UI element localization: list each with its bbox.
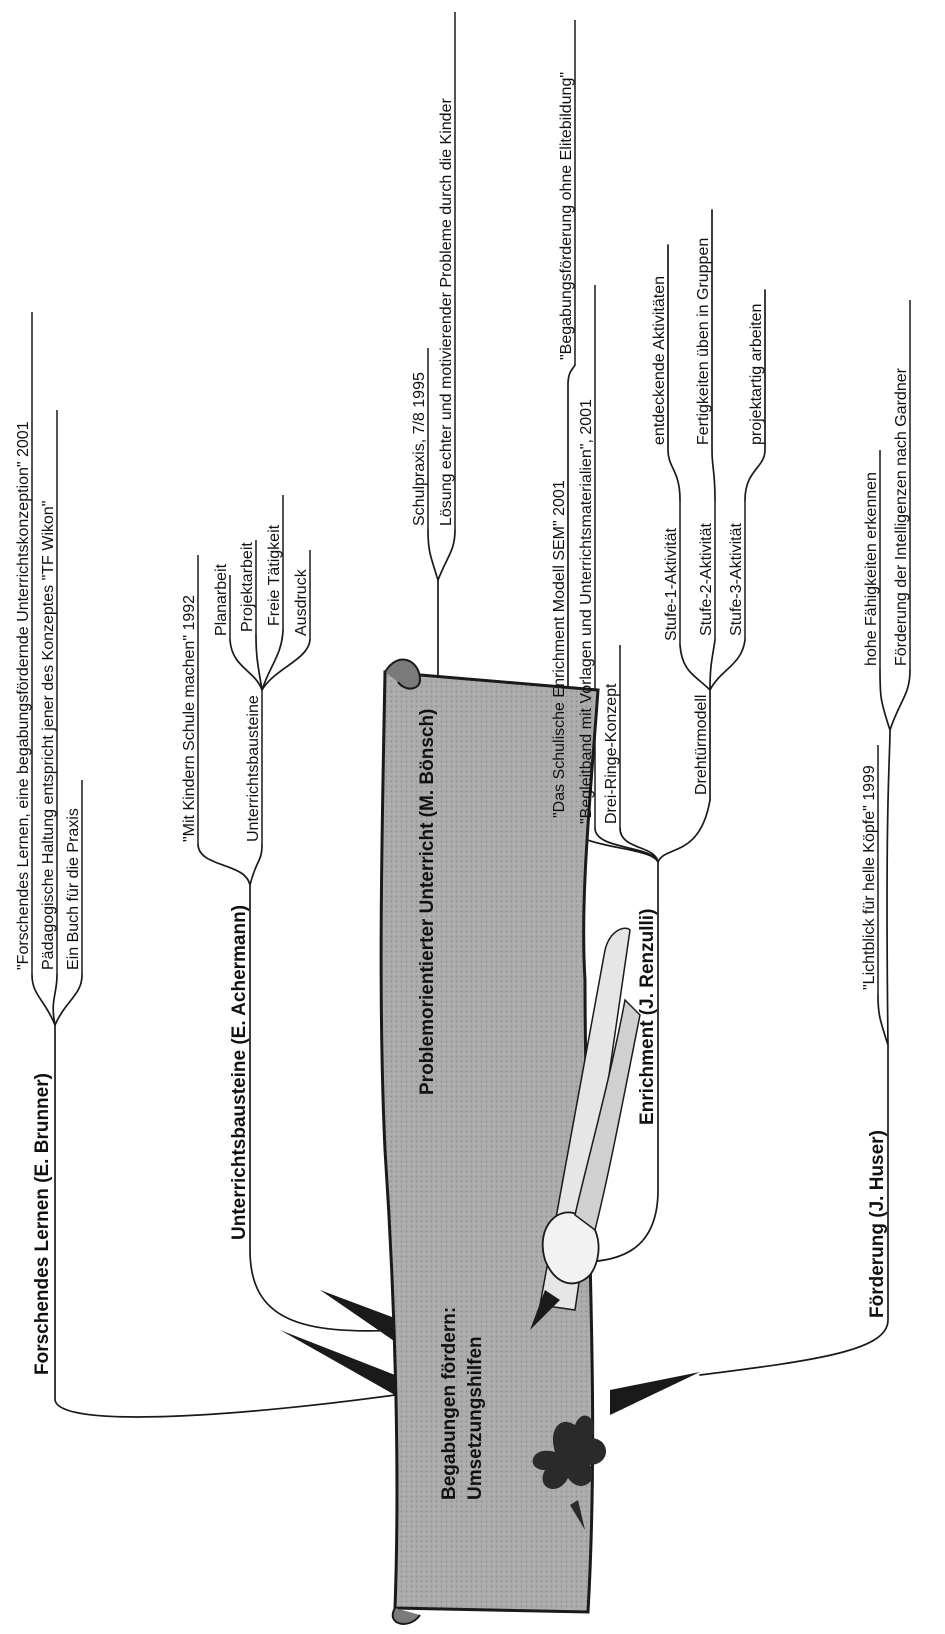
paper-card-icon [379, 670, 600, 1614]
fork-renzulli [567, 799, 711, 863]
huser-item-2: Förderung der Intelligenzen nach Gardner [893, 367, 910, 666]
renzulli-stufe-2: Stufe-2-Aktivität [698, 523, 715, 636]
renzulli-stufe-1-detail: entdeckende Aktivitäten [651, 276, 668, 445]
center-title-line2: Umsetzungshilfen [465, 1336, 486, 1500]
renzulli-drehtuer: Drehtürmodell [693, 695, 710, 795]
renzulli-stufe-3-detail: projektartig arbeiten [748, 304, 765, 445]
renzulli-sem-sub: "Begabungsförderung ohne Elitebildung" [558, 72, 575, 360]
branch-title-boensch: Problemorientierter Unterricht (M. Bönsc… [417, 709, 438, 1095]
renzulli-drei-ringe: Drei-Ringe-Konzept [603, 683, 620, 824]
center-title-line1: Begabungen fördern: [439, 1307, 460, 1500]
renzulli-begleitband: "Begleitband mit Vorlagen und Unterricht… [578, 399, 595, 824]
renzulli-stufe-1: Stufe-1-Aktivität [663, 528, 680, 641]
branch-line-huser [699, 1044, 889, 1376]
branch-title-huser: Förderung (J. Huser) [867, 1130, 888, 1318]
fork-stufe1 [667, 244, 681, 501]
achermann-sub-projektarbeit: Projektarbeit [239, 542, 256, 632]
fork-brunner [31, 974, 83, 1026]
spike-huser [610, 1372, 700, 1415]
ink-blot-icon [532, 1415, 607, 1530]
fork-huser [877, 729, 891, 1046]
achermann-sub-title: Unterrichtsbausteine [245, 695, 262, 842]
writing-hand-icon [530, 927, 641, 1330]
center-card: Begabungen fördern: Umsetzungshilfen [379, 658, 641, 1625]
boensch-item-2: Lösung echter und motivierender Probleme… [438, 98, 455, 526]
fork-drehtuer [679, 639, 746, 801]
branch-line-brunner [54, 1024, 396, 1418]
huser-item-1: hohe Fähigkeiten erkennen [863, 472, 880, 666]
fork-huser-sub [879, 669, 911, 731]
achermann-sub-freie-taetigkeit: Freie Tätigkeit [266, 524, 283, 626]
huser-book: "Lichtblick für helle Köpfe" 1999 [861, 765, 878, 990]
fork-achermann-sub [229, 629, 311, 691]
renzulli-stufe-2-detail: Fertigkeiten üben in Gruppen [695, 238, 712, 445]
brunner-item-2: Pädagogische Haltung entspricht jener de… [40, 501, 57, 970]
branch-title-brunner: Forschendes Lernen (E. Brunner) [32, 1073, 53, 1375]
fork-renzulli-sem [567, 364, 576, 823]
fork-stufe2 [711, 209, 716, 501]
achermann-sub-planarbeit: Planarbeit [213, 563, 230, 636]
fork-boensch [427, 529, 456, 581]
brunner-item-3: Ein Buch für die Praxis [65, 808, 82, 970]
paper-curl [384, 658, 422, 690]
achermann-book: "Mit Kindern Schule machen" 1992 [181, 595, 198, 842]
spike-brunner [280, 1330, 395, 1395]
branch-line-achermann [249, 884, 401, 1332]
renzulli-sem: "Das Schulische Enrichment Modell SEM" 2… [551, 480, 568, 818]
paper-curl-bottom [391, 1607, 421, 1625]
renzulli-stufe-3: Stufe-3-Aktivität [728, 523, 745, 636]
fork-stufe3 [744, 289, 766, 501]
brunner-item-1: "Forschendes Lernen, eine begabungsförde… [15, 421, 32, 970]
fork-achermann [197, 844, 263, 886]
branch-title-achermann: Unterrichtsbausteine (E. Achermann) [229, 905, 250, 1240]
branch-title-renzulli: Enrichment (J. Renzulli) [637, 909, 658, 1125]
achermann-sub-ausdruck: Ausdruck [293, 568, 310, 636]
boensch-item-1: Schulpraxis, 7/8 1995 [411, 372, 428, 526]
